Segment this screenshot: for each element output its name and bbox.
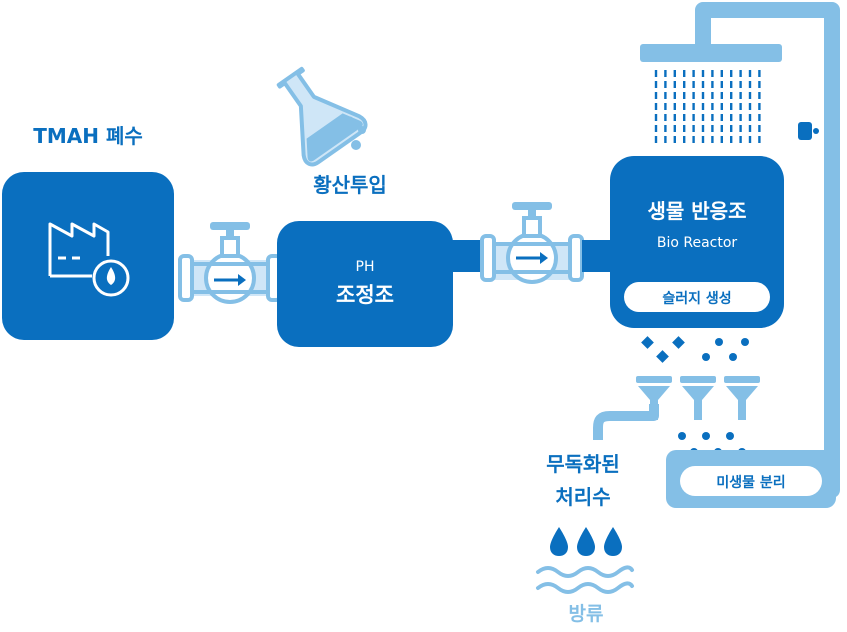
reactor-inlet-pipe: [582, 240, 612, 272]
valve-icon: [480, 202, 584, 284]
additive-label: 황산투입: [313, 173, 387, 197]
source-tank: [2, 172, 174, 340]
ph-tank-line2: 조정조: [336, 283, 394, 307]
treated-water-pipe: [593, 404, 659, 440]
water-drop-icon: [550, 527, 622, 556]
separation-badge: [680, 466, 822, 496]
discharge-label: 방류: [569, 603, 604, 625]
sludge-particles: [641, 336, 749, 363]
ph-tank: [277, 221, 453, 347]
source-label: TMAH 폐수: [33, 124, 143, 148]
arrow-right-icon: [238, 274, 246, 286]
reactor-subtitle: Bio Reactor: [657, 235, 738, 251]
ph-outlet-pipe: [450, 240, 486, 272]
arrow-right-icon: [540, 252, 548, 264]
ph-tank-line1: PH: [356, 259, 375, 275]
separation-label: 미생물 분리: [716, 475, 785, 491]
flask-icon: [276, 66, 368, 167]
sludge-badge-label: 슬러지 생성: [662, 291, 731, 307]
shower-head-icon: [640, 44, 782, 146]
wave-icon: [536, 565, 634, 594]
valve-icon: [178, 222, 282, 304]
reactor-title: 생물 반응조: [648, 199, 747, 223]
treated-line2: 처리수: [555, 485, 610, 509]
sludge-badge: [624, 282, 770, 312]
treated-line1: 무독화된: [546, 452, 620, 476]
factory-drop-icon: [48, 222, 130, 297]
funnel-icon: [636, 376, 760, 420]
nozzle-icon: [798, 122, 812, 140]
